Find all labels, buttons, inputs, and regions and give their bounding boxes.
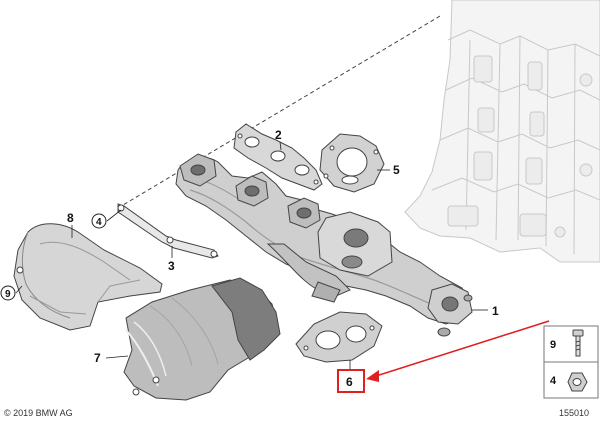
callout-6: 6 bbox=[346, 375, 353, 389]
gasket-part-5 bbox=[319, 133, 385, 193]
heat-shield-part-8 bbox=[13, 223, 163, 331]
heat-shield-part-7 bbox=[123, 277, 281, 401]
callout-1: 1 bbox=[492, 304, 499, 318]
callout-2: 2 bbox=[275, 128, 282, 142]
callout-4: 4 bbox=[96, 217, 102, 228]
hardware-legend: 9 4 bbox=[543, 325, 599, 399]
alignment-dashed-line bbox=[117, 15, 441, 209]
image-number: 155010 bbox=[559, 408, 589, 418]
engine-block bbox=[404, 0, 600, 263]
leader-lines bbox=[15, 141, 488, 370]
copyright-text: © 2019 BMW AG bbox=[4, 408, 73, 418]
gasket-part-2 bbox=[233, 123, 323, 191]
highlight-part-6[interactable]: 6 bbox=[337, 369, 365, 393]
callout-3: 3 bbox=[168, 259, 175, 273]
gasket-part-6 bbox=[295, 311, 383, 363]
exhaust-manifold-part-1 bbox=[175, 153, 473, 337]
circled-callout-4: 4 bbox=[91, 213, 107, 229]
legend-number-9: 9 bbox=[550, 339, 556, 351]
highlight-arrow bbox=[366, 320, 550, 382]
circled-callout-9: 9 bbox=[0, 285, 16, 301]
callout-9: 9 bbox=[5, 289, 11, 300]
callout-5: 5 bbox=[393, 163, 400, 177]
callout-8: 8 bbox=[67, 211, 74, 225]
bolt-icon bbox=[572, 329, 584, 357]
callout-7: 7 bbox=[94, 351, 101, 365]
nut-icon bbox=[567, 372, 588, 392]
highlight-box[interactable] bbox=[337, 369, 365, 393]
legend-number-4: 4 bbox=[550, 375, 557, 387]
bracket-part-3 bbox=[117, 203, 219, 259]
